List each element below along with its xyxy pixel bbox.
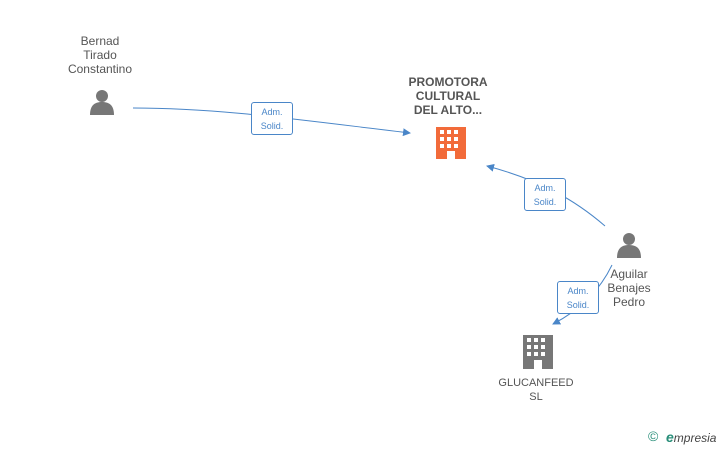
label-line: Constantino [67,62,133,76]
node-label-glucanfeed[interactable]: GLUCANFEED SL [490,376,582,404]
node-label-promotora[interactable]: PROMOTORA CULTURAL DEL ALTO... [398,75,498,117]
edge-label-line: Adm. [567,286,589,296]
label-line: GLUCANFEED [498,377,574,389]
edge-label-bernad-promotora[interactable]: Adm. Solid. [251,102,293,135]
brand-initial: e [666,429,674,445]
edge-label-line: Adm. [534,183,556,193]
label-line: PROMOTORA [408,75,488,89]
copyright-icon: © [648,428,659,444]
label-line: SL [529,391,543,403]
label-line: Aguilar [610,267,648,281]
edge-label-line: Solid. [566,300,590,310]
label-line: Pedro [612,295,646,309]
person-icon[interactable] [617,233,641,258]
edge-label-aguilar-promotora[interactable]: Adm. Solid. [524,178,566,211]
building-icon[interactable] [523,335,553,369]
node-label-aguilar[interactable]: Aguilar Benajes Pedro [594,267,664,309]
edge-label-line: Solid. [260,121,284,131]
edge-label-line: Solid. [533,197,557,207]
label-line: DEL ALTO... [413,103,483,117]
brand-rest: mpresia [673,431,717,445]
person-icon[interactable] [90,90,114,115]
brand-logo: empresia [666,429,716,445]
label-line: CULTURAL [415,89,481,103]
node-label-bernad[interactable]: Bernad Tirado Constantino [55,34,145,76]
building-icon[interactable] [436,127,466,159]
label-line: Benajes [607,281,651,295]
brand-footer: © empresia [648,428,728,446]
label-line: Bernad [80,34,120,48]
edge-label-line: Adm. [261,107,283,117]
label-line: Tirado [83,48,117,62]
edge-label-aguilar-glucanfeed[interactable]: Adm. Solid. [557,281,599,314]
